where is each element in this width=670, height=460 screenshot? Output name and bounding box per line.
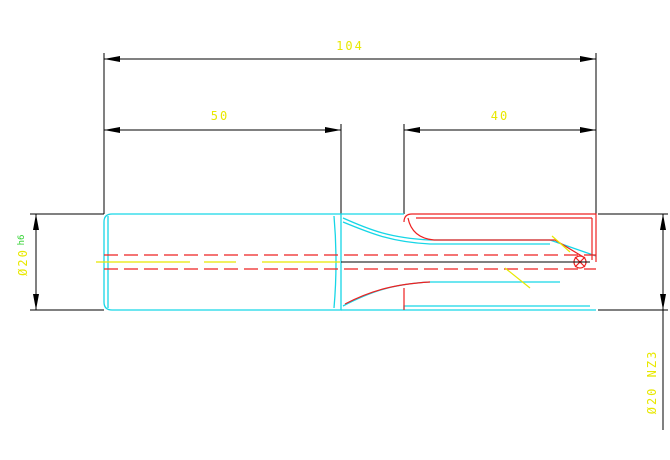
label-head-diameter: Ø20 NZ3: [645, 350, 659, 415]
label-head-length: 40: [491, 109, 509, 123]
label-shank-diameter: Ø20: [16, 248, 30, 276]
dimension-shank-diameter: Ø20 h6: [16, 213, 104, 311]
arrowhead-left: [404, 127, 420, 133]
head-curve-top: [407, 217, 435, 241]
head-curve-bottom: [344, 281, 431, 305]
coolant-channel: [104, 254, 596, 270]
label-shank-tolerance: h6: [17, 235, 27, 246]
arrowhead-bottom: [660, 294, 666, 310]
head-outline-top: [403, 213, 597, 262]
coolant-outlet-2: [551, 235, 571, 253]
label-overall-length: 104: [336, 39, 364, 53]
flute-tip-edge: [549, 239, 597, 257]
coolant-outlet-1: [504, 267, 531, 289]
label-shank-length: 50: [211, 109, 229, 123]
dimension-head-length: 40: [403, 109, 596, 214]
shank-outline: [103, 213, 342, 311]
arrowhead-right: [580, 56, 596, 62]
dimension-overall-length: 104: [103, 39, 597, 214]
head-cutting-edge: [434, 239, 586, 259]
arrowhead-right: [325, 127, 341, 133]
arrowhead-top: [660, 214, 666, 230]
flute-curve-top-outer: [342, 217, 550, 241]
flute-curve-top-inner: [342, 221, 550, 245]
arrowhead-right: [580, 127, 596, 133]
dimension-shank-length: 50: [104, 109, 342, 214]
arrowhead-top: [33, 214, 39, 230]
arrowhead-left: [104, 56, 120, 62]
dimension-head-diameter: Ø20 NZ3: [598, 213, 668, 430]
arrowhead-bottom: [33, 294, 39, 310]
arrowhead-left: [104, 127, 120, 133]
centerline: [96, 235, 571, 289]
